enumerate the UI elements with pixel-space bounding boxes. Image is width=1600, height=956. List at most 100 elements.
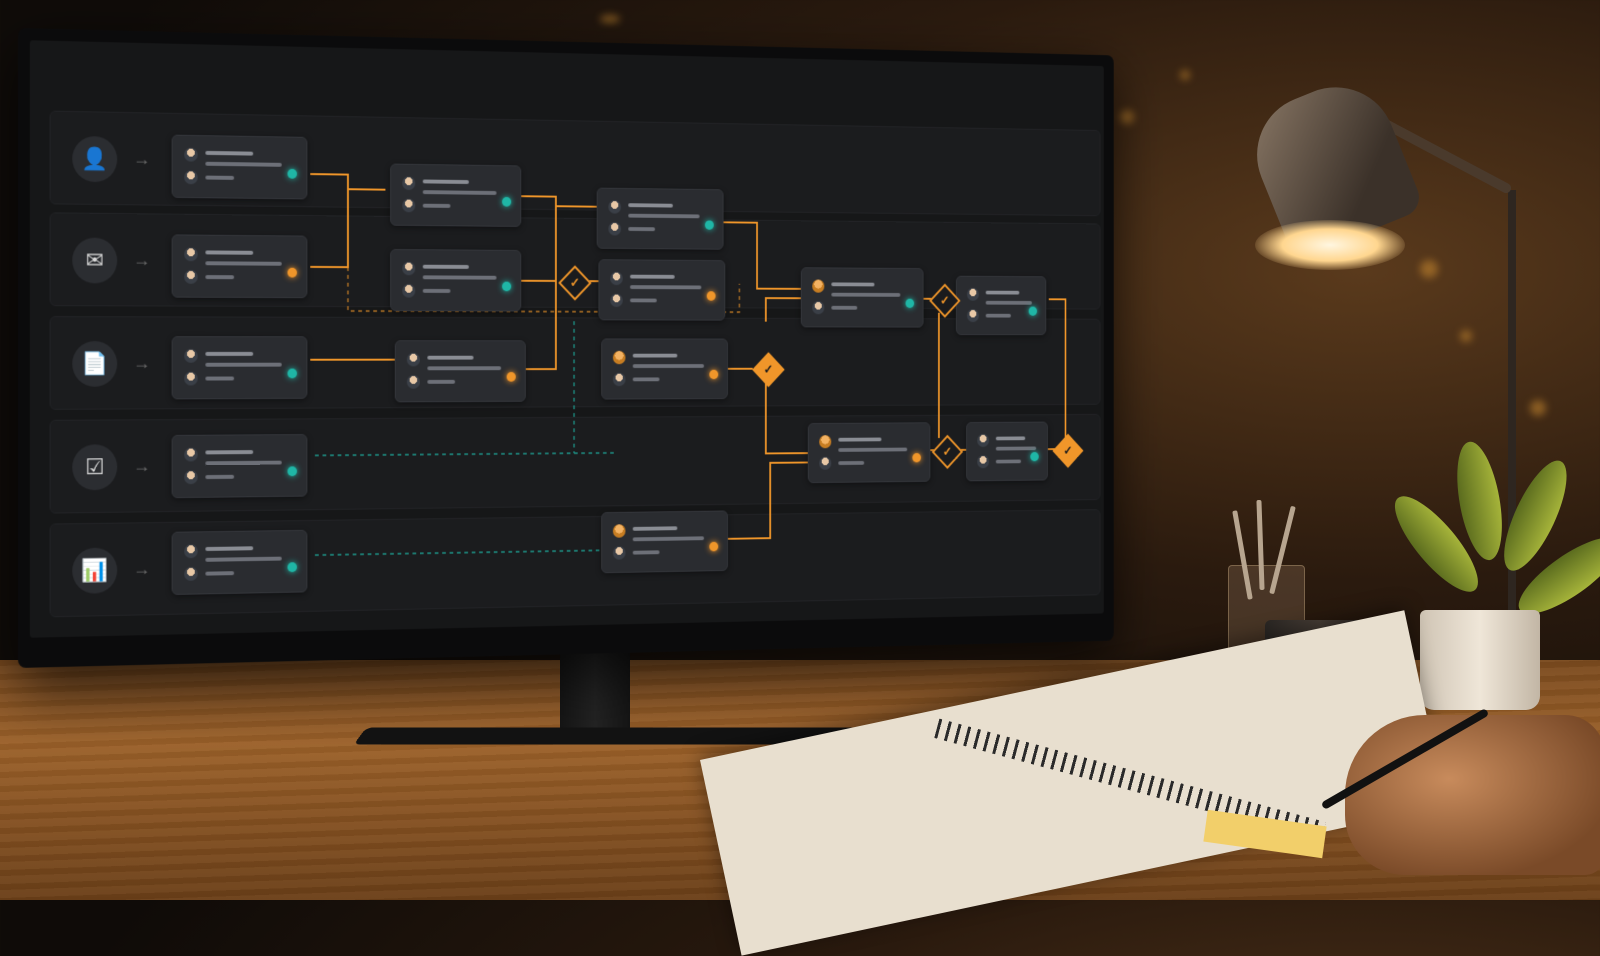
text-placeholder [986,301,1032,305]
text-placeholder [205,377,234,381]
avatar [184,567,197,581]
text-placeholder [986,314,1011,318]
avatar [407,353,420,367]
status-dot [507,372,516,382]
monitor-stand-neck [560,640,630,740]
status-dot [1030,452,1038,461]
text-placeholder [628,227,655,231]
workflow-card[interactable] [395,340,526,402]
avatar [184,247,197,261]
avatar [402,262,415,276]
text-placeholder [423,204,451,208]
avatar [977,455,989,468]
text-placeholder [205,571,234,575]
avatar [402,199,415,213]
text-placeholder [633,354,678,358]
avatar [184,170,197,184]
text-placeholder [205,450,253,454]
text-placeholder [633,364,704,368]
workflow-card[interactable] [172,434,308,498]
status-dot [1029,307,1037,316]
text-placeholder [831,293,900,297]
bokeh-light [1460,330,1472,342]
bokeh-light [1530,400,1546,416]
text-placeholder [427,380,455,384]
connector [1049,299,1066,437]
workflow-card[interactable] [598,259,725,320]
avatar [402,284,415,298]
avatar [967,288,979,301]
avatar [812,301,824,314]
check-icon: ✓ [938,442,957,463]
avatar [184,448,197,462]
check-icon: ✓ [935,290,954,310]
text-placeholder [996,436,1025,440]
workflow-card[interactable] [172,530,308,595]
avatar [613,546,626,560]
connector [766,298,801,322]
text-placeholder [838,461,864,465]
workflow-card[interactable] [966,422,1048,482]
text-placeholder [996,446,1036,450]
avatar [613,524,626,538]
status-dot [288,562,297,572]
status-dot [502,197,511,207]
bokeh-light [1120,110,1134,124]
avatar [967,309,979,322]
monitor: 👤 → ✉ → 📄 → ☑ → 📊 → [18,28,1114,668]
avatar [608,222,621,235]
text-placeholder [423,265,469,269]
workflow-card[interactable] [172,135,308,200]
workflow-card[interactable] [601,338,728,399]
status-dot [288,369,297,379]
avatar [184,544,197,558]
avatar [610,272,623,285]
bokeh-light [600,15,620,23]
text-placeholder [205,162,281,167]
avatar [184,372,197,386]
avatar [977,434,989,447]
avatar [613,373,626,386]
text-placeholder [630,285,701,289]
status-dot [709,542,718,552]
status-dot [705,220,714,230]
text-placeholder [427,356,473,360]
workflow-card[interactable] [808,422,931,483]
text-placeholder [986,291,1020,295]
check-icon: ✓ [759,359,778,380]
text-placeholder [205,275,234,279]
workflow-card[interactable] [956,276,1046,335]
workflow-card[interactable] [172,234,308,298]
avatar [819,457,831,470]
workflow-card[interactable] [601,510,728,573]
status-dot [709,370,718,379]
status-dot [707,291,716,300]
lamp-bulb-glow [1255,220,1405,270]
avatar [613,351,626,364]
status-dot [502,282,511,292]
workflow-card[interactable] [390,164,521,227]
status-dot [288,268,297,278]
status-dot [288,466,297,476]
text-placeholder [205,151,253,156]
text-placeholder [205,352,253,356]
avatar [812,280,824,293]
connector [717,222,801,289]
text-placeholder [630,298,657,302]
avatar [184,349,197,363]
text-placeholder [205,546,253,551]
status-dot [912,453,921,462]
workflow-card[interactable] [801,267,924,327]
text-placeholder [838,438,881,442]
workflow-card[interactable] [172,336,308,399]
workflow-card[interactable] [597,188,724,250]
text-placeholder [205,461,281,466]
text-placeholder [633,526,678,530]
check-icon: ✓ [565,272,585,293]
text-placeholder [205,176,234,180]
text-placeholder [205,250,253,254]
text-placeholder [205,363,281,367]
avatar [402,176,415,190]
avatar [608,200,621,213]
workflow-card[interactable] [390,249,521,312]
